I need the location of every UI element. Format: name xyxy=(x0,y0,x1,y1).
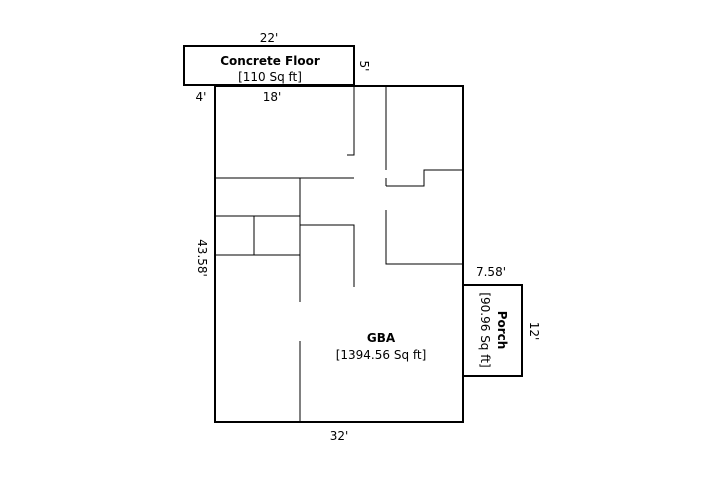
wall-segment xyxy=(386,169,463,187)
porch-name: Porch xyxy=(495,311,509,350)
porch-width-dimension: 7.58' xyxy=(476,265,506,279)
gba-area: [1394.56 Sq ft] xyxy=(336,348,427,362)
gba-bottom-dimension: 32' xyxy=(330,429,349,443)
gba-outline xyxy=(214,85,464,423)
concrete-floor-width-dimension: 22' xyxy=(260,31,279,45)
wall-segment xyxy=(385,210,462,265)
porch-area: [90.96 Sq ft] xyxy=(478,292,492,367)
wall-segment xyxy=(347,86,355,156)
gba-left-offset-dimension: 4' xyxy=(196,90,207,104)
interior-walls xyxy=(216,86,463,421)
gba-name: GBA xyxy=(367,331,396,345)
concrete-floor-depth-dimension: 5' xyxy=(357,61,371,72)
concrete-floor-area: [110 Sq ft] xyxy=(238,70,302,84)
porch-outline xyxy=(462,284,523,377)
gba-top-inner-dimension: 18' xyxy=(263,90,282,104)
gba-left-dimension: 43.58' xyxy=(195,239,209,277)
concrete-floor-name: Concrete Floor xyxy=(220,54,320,68)
wall-segment xyxy=(300,224,355,287)
porch-depth-dimension: 12' xyxy=(527,322,541,341)
